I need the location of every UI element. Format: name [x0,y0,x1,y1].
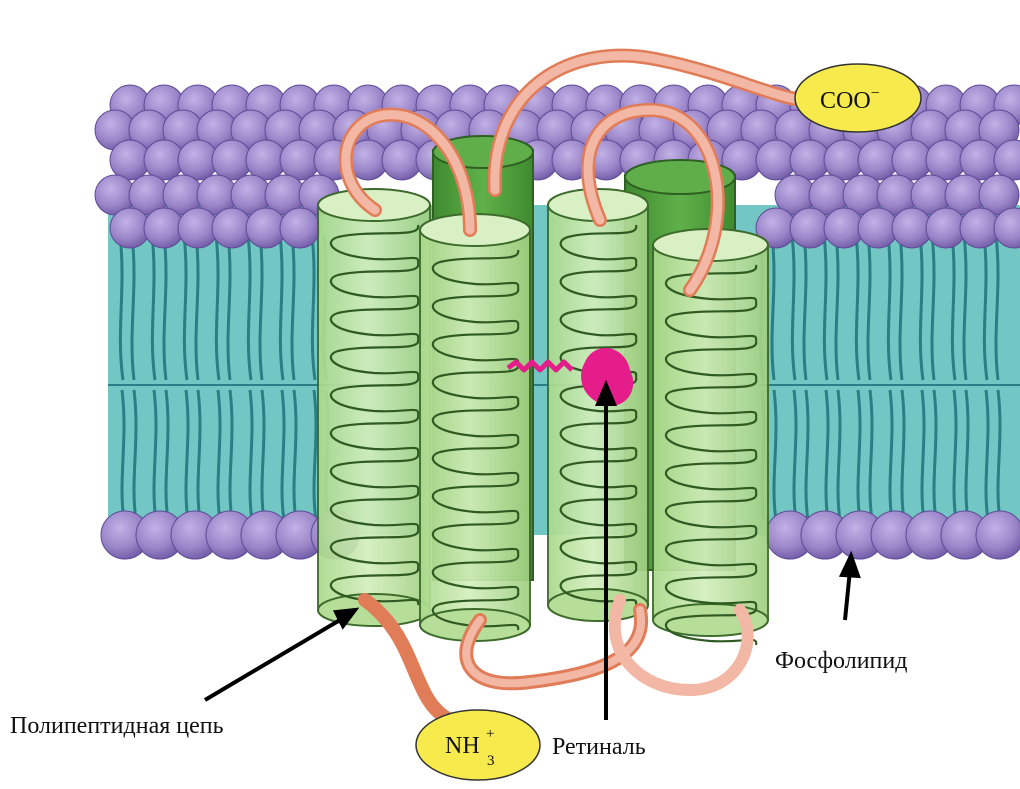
arrow-phospholipid [845,570,850,620]
amino-subscript: 3 [487,753,495,769]
phospholipid-head [976,511,1020,559]
arrow-polypeptide [205,617,345,700]
transmembrane-helix-4 [653,229,768,645]
amino-charge: + [486,726,494,742]
transmembrane-helix-1 [318,189,430,626]
amino-text: NH [445,733,480,759]
retinal-label: Ретиналь [552,734,646,760]
phospholipid-head [280,208,320,248]
polypeptide-chain-label: Полипептидная цепь [10,713,224,739]
carboxyl-terminus-label: COO− [795,64,921,132]
phospholipid-label: Фосфолипид [775,648,907,674]
transmembrane-helix-2 [420,214,530,641]
amino-terminus-label: NH + 3 [416,710,540,780]
